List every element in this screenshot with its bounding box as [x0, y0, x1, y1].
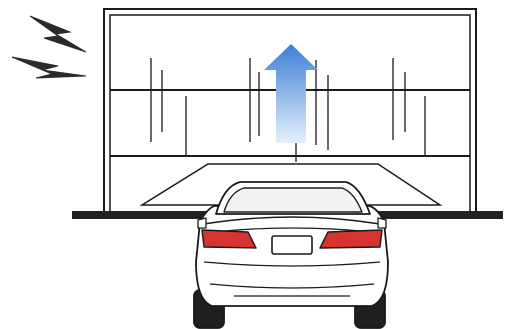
lightning-icon: [30, 16, 86, 52]
car-rear-icon: [194, 182, 388, 328]
up-arrow-icon: [264, 44, 318, 143]
lightning-icon: [12, 57, 86, 78]
